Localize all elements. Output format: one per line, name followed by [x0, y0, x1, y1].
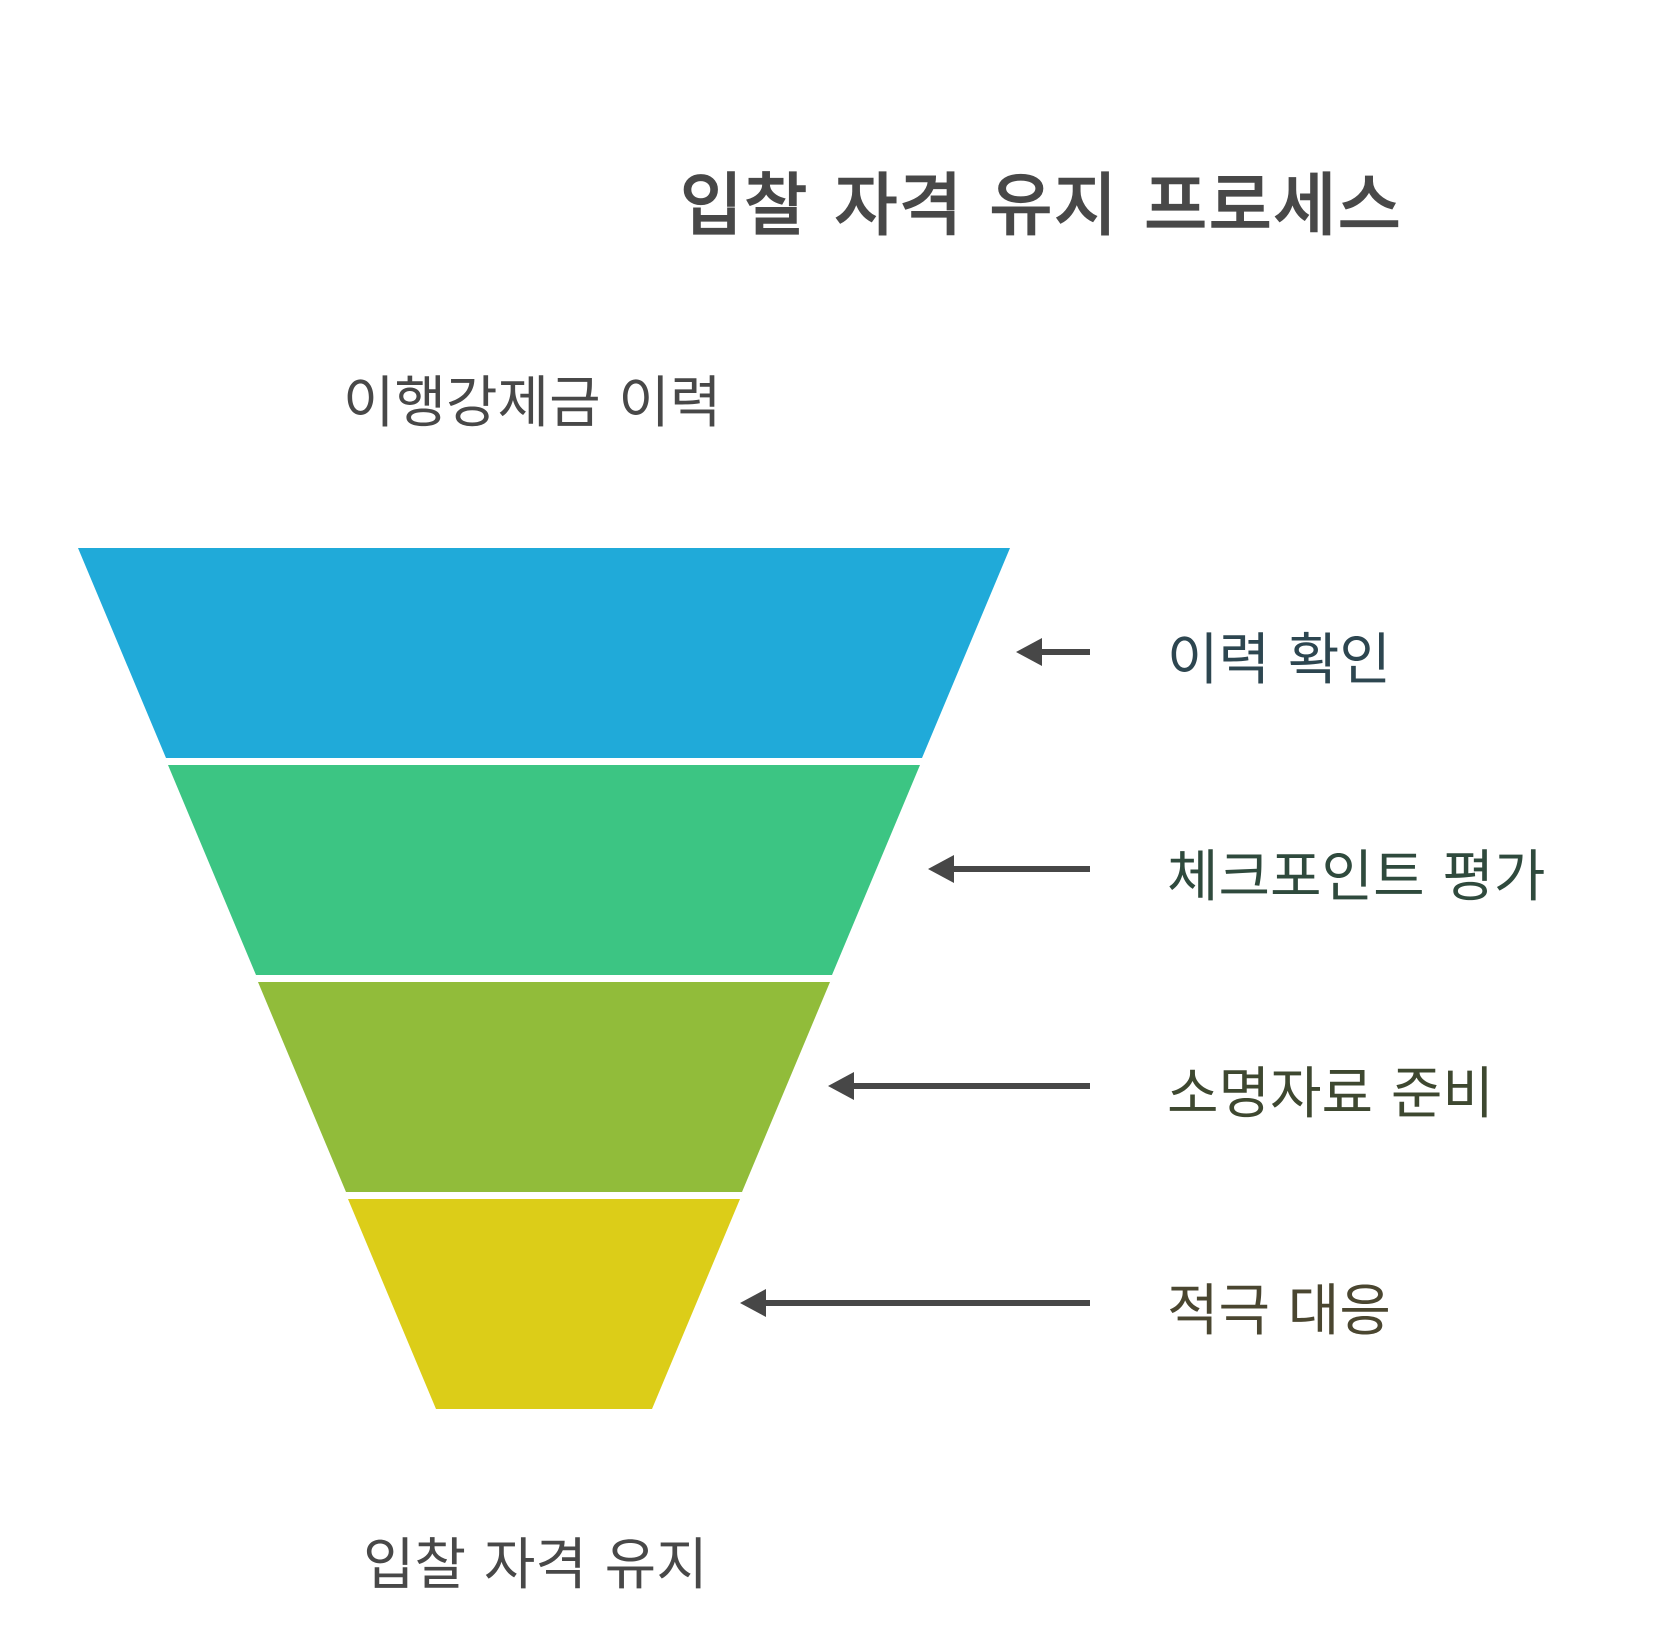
- funnel-input-label: 이행강제금 이력: [343, 371, 722, 436]
- arrow-head: [828, 1072, 854, 1100]
- arrow-stage-1: [1016, 638, 1090, 666]
- funnel-stage-3: [258, 982, 830, 1192]
- stage-label-2: 체크포인트 평가: [1167, 845, 1546, 910]
- arrow-stage-3: [828, 1072, 1090, 1100]
- funnel-output-label: 입찰 자격 유지: [363, 1533, 708, 1598]
- funnel-stage-1: [78, 548, 1010, 758]
- funnel-stage-2: [168, 765, 920, 975]
- stage-label-4: 적극 대응: [1167, 1279, 1391, 1344]
- arrow-stage-2: [928, 855, 1090, 883]
- arrow-head: [740, 1289, 766, 1317]
- stage-label-1: 이력 확인: [1167, 628, 1391, 693]
- diagram-title: 입찰 자격 유지 프로세스: [680, 167, 1403, 246]
- arrow-head: [928, 855, 954, 883]
- arrow-head: [1016, 638, 1042, 666]
- arrow-stage-4: [740, 1289, 1090, 1317]
- funnel-stage-4: [348, 1199, 740, 1409]
- stage-label-3: 소명자료 준비: [1167, 1062, 1494, 1127]
